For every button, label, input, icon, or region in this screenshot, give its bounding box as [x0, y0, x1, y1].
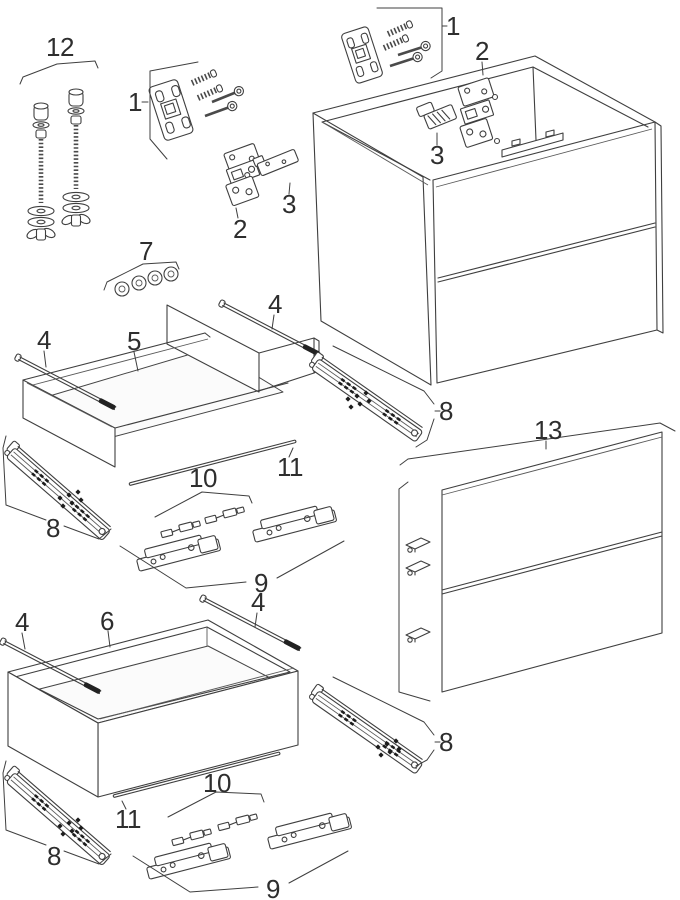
part-label-1-left: 1 [128, 87, 142, 117]
part-label-2-right: 2 [475, 36, 489, 66]
clamp-3-right-drawing [416, 101, 457, 146]
part-label-6: 6 [100, 606, 114, 636]
drawer-slide-8-drawing [1, 345, 441, 867]
hanging-bracket-2-right-drawing [457, 61, 501, 148]
part-label-1-right: 1 [446, 11, 460, 41]
drawer-body-6-drawing [7, 619, 299, 798]
part-label-4-bot-right: 4 [251, 587, 265, 617]
part-label-3-right: 3 [430, 140, 444, 170]
mounting-plate-1-right-drawing [341, 7, 448, 84]
part-label-8-mid-left: 8 [46, 513, 60, 543]
drawer-fronts-13-drawing [398, 422, 676, 702]
part-label-7: 7 [139, 236, 153, 266]
part-label-8-bot-right: 8 [439, 727, 453, 757]
part-label-10-bot: 10 [203, 768, 231, 798]
part-label-4-bot-left: 4 [15, 607, 29, 637]
cover-caps-7-drawing [103, 261, 180, 297]
part-label-10-mid: 10 [189, 463, 217, 493]
hanging-bracket-2-left-drawing [223, 143, 261, 219]
mounting-plate-1-left-drawing [141, 61, 247, 160]
adapter-plate-3-left-drawing [252, 149, 299, 195]
part-label-9-bot: 9 [266, 874, 280, 900]
part-label-2-left: 2 [233, 214, 247, 244]
drawer-side-rail-4-drawing [0, 298, 322, 696]
part-label-4-mid-left: 4 [37, 325, 51, 355]
part-label-4-mid-right: 4 [268, 289, 282, 319]
part-label-11-bot: 11 [115, 804, 142, 834]
part-label-12: 12 [46, 32, 74, 62]
front-clip [405, 537, 431, 553]
wall-bolt-set-12-drawing [19, 60, 99, 240]
fitting-10-drawing [154, 491, 265, 847]
front-clip [405, 560, 431, 576]
part-label-8-bot-left: 8 [47, 841, 61, 871]
rod-11-drawing [112, 439, 297, 810]
part-label-3-left: 3 [282, 189, 296, 219]
part-label-9-mid: 9 [254, 568, 268, 598]
part-label-5: 5 [127, 326, 141, 356]
part-label-11-mid: 11 [277, 452, 304, 482]
part-label-8-mid-right: 8 [439, 396, 453, 426]
drawer-body-5-drawing [22, 304, 320, 468]
fixing-plate-9-drawing [119, 501, 353, 893]
label-leader-lines [21, 314, 275, 650]
front-clip [405, 627, 431, 643]
part-label-13: 13 [534, 415, 562, 445]
cabinet-carcass-drawing [312, 55, 664, 386]
